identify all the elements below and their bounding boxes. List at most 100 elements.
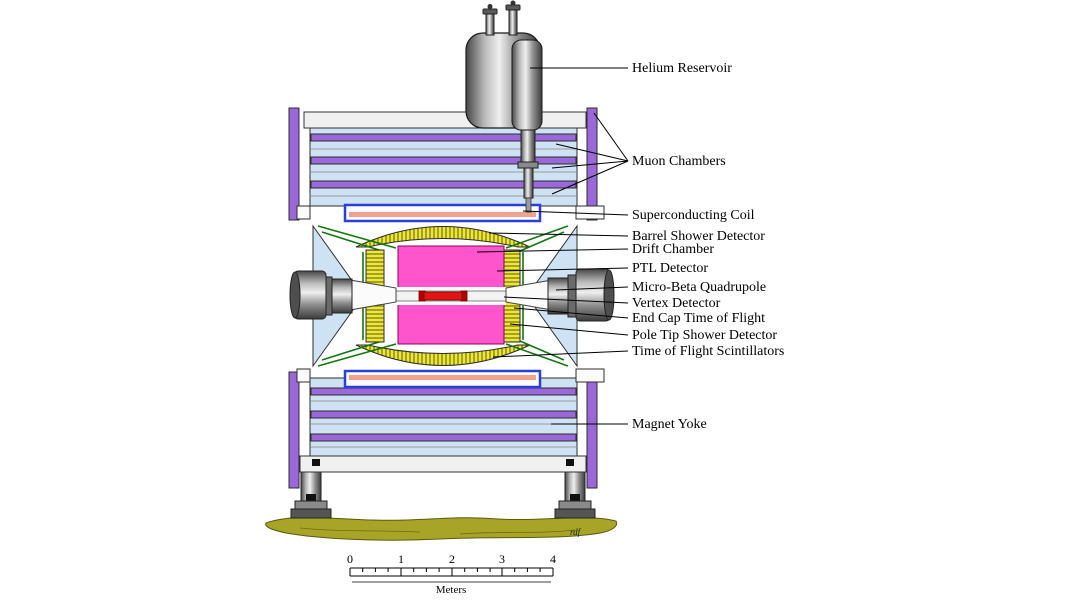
yoke-laminations	[311, 400, 576, 448]
leader-micro-beta-quadrupole	[555, 286, 629, 291]
side-bar	[288, 371, 300, 489]
leader-drift-chamber	[476, 248, 629, 253]
micro-beta-quadrupole-left	[289, 270, 397, 320]
reservoir-stem	[520, 125, 536, 165]
scale-minor-ticks	[362, 568, 541, 572]
label-muon-chambers: Muon Chambers	[632, 154, 726, 169]
labels: Helium Reservoir Muon Chambers Supercond…	[632, 61, 784, 432]
stem-pipe	[523, 167, 534, 199]
artist-signature: rdf	[570, 527, 582, 537]
scale-unit-label: Meters	[436, 584, 467, 596]
leader-pole-tip-shower	[509, 323, 629, 336]
label-vertex-detector: Vertex Detector	[632, 296, 721, 311]
pole-tip-shower-detector	[365, 249, 521, 343]
leader-muon-chambers	[551, 160, 629, 169]
leader-ptl-detector	[496, 267, 629, 272]
leader-superconducting-coil	[522, 210, 629, 216]
ground-line	[459, 529, 576, 535]
coil-tab	[296, 368, 311, 383]
ground-blob	[265, 516, 618, 541]
cryostat-horn	[349, 279, 397, 311]
vertex-detector-core	[423, 291, 463, 301]
fill-tube	[485, 12, 495, 36]
ground-line	[299, 527, 421, 533]
bottom-plate	[299, 455, 587, 473]
valve-knob	[487, 4, 493, 9]
ground: rdf	[265, 516, 618, 541]
helium-reservoir	[465, 0, 543, 213]
leader-vertex-detector	[503, 296, 629, 304]
scale-tick-3: 3	[499, 552, 505, 566]
label-micro-beta-quadrupole: Micro-Beta Quadrupole	[632, 280, 766, 295]
stem-flange	[517, 161, 539, 169]
tube-cap	[505, 4, 521, 11]
label-end-cap-time-of-flight: End Cap Time of Flight	[632, 311, 765, 326]
scale-tick-0: 0	[347, 552, 353, 566]
bolt-mark	[312, 459, 320, 466]
muon-layer	[310, 156, 577, 165]
magnet-yoke-bottom	[299, 377, 587, 473]
coil-winding-bottom	[349, 375, 536, 380]
scale-bar: 0 1 2 3 4 Meters	[347, 552, 556, 596]
stem-tip	[525, 197, 532, 213]
valve-knob	[510, 0, 516, 6]
muon-layer	[310, 410, 577, 419]
reservoir-column	[511, 39, 543, 131]
right-leg-bolt	[570, 494, 580, 502]
quad-cylinder	[547, 277, 571, 315]
endcap-line	[505, 340, 569, 367]
quad-ring	[567, 274, 577, 318]
label-helium-reservoir: Helium Reservoir	[632, 61, 732, 76]
left-leg-bolt	[306, 494, 316, 502]
label-time-of-flight-scintillators: Time of Flight Scintillators	[632, 344, 784, 359]
leader-muon-chambers	[555, 143, 629, 162]
coil-tab	[296, 205, 311, 220]
muon-layer	[310, 133, 577, 142]
tube-cap	[482, 8, 498, 15]
quad-cylinder	[329, 278, 353, 314]
top-plate	[303, 111, 587, 129]
leader-barrel-shower	[488, 232, 629, 237]
superconducting-coil	[296, 203, 605, 389]
leader-muon-chambers	[593, 112, 629, 162]
label-magnet-yoke: Magnet Yoke	[632, 417, 707, 432]
label-barrel-shower-detector: Barrel Shower Detector	[632, 229, 765, 244]
coil-tab	[575, 205, 605, 220]
side-bar	[288, 107, 300, 221]
muon-layer	[310, 387, 577, 396]
quad-cap	[603, 269, 615, 321]
pole-tip-bar	[365, 301, 385, 343]
scale-tick-4: 4	[550, 552, 556, 566]
pole-tip-bar	[501, 249, 521, 291]
muon-layer	[310, 433, 577, 442]
scale-tick-2: 2	[449, 552, 455, 566]
barrel-shower-arc-top	[355, 226, 531, 248]
coil-tab	[575, 368, 605, 383]
leader-end-cap-tof	[513, 307, 629, 319]
barrel-shower-detector	[355, 226, 531, 366]
label-ptl-detector: PTL Detector	[632, 261, 708, 276]
quad-cap	[289, 271, 301, 319]
scale-tick-1: 1	[398, 552, 404, 566]
barrel-shower-arc-bottom	[355, 344, 531, 366]
label-superconducting-coil: Superconducting Coil	[632, 208, 755, 223]
leader-muon-chambers	[551, 160, 629, 195]
scale-major-ticks	[349, 568, 554, 576]
endcap-line	[505, 225, 569, 252]
left-base	[290, 508, 332, 519]
coil-winding-top	[349, 212, 536, 217]
endcap-line	[317, 340, 397, 367]
endcap-line	[317, 225, 397, 252]
leader-lines	[476, 67, 629, 425]
bolt-mark	[566, 459, 574, 466]
endcap-strip	[362, 252, 524, 340]
magnet-yoke-top	[303, 111, 587, 207]
right-base	[554, 508, 596, 519]
muon-layer	[310, 180, 577, 189]
side-bar	[586, 371, 598, 489]
label-pole-tip-shower-detector: Pole Tip Shower Detector	[632, 328, 777, 343]
leader-tof-scintillators	[492, 350, 629, 358]
label-drift-chamber: Drift Chamber	[632, 242, 714, 257]
